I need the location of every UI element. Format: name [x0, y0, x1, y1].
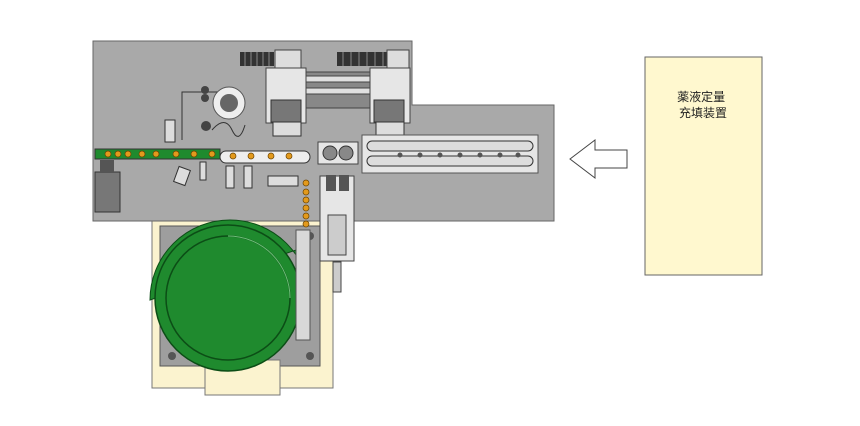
cable-carrier-left: [240, 49, 302, 71]
filling-head-right: [369, 67, 411, 137]
label-reel: [164, 86, 246, 143]
device-label-line1: 薬液定量: [677, 89, 725, 104]
vibratory-bowl-feeder: [149, 219, 311, 372]
flow-arrow-left: [569, 138, 628, 180]
gantry-rails: [305, 71, 371, 109]
liquid-filling-device-box: 薬液定量 充填装置: [644, 56, 763, 276]
output-conveyor: [361, 134, 539, 174]
filling-head-left: [265, 67, 307, 137]
cable-carrier-right: [337, 49, 410, 71]
svg-text:薬液定量 充填装置: 薬液定量 充填装置: [677, 89, 729, 120]
capping-unit: [319, 175, 355, 293]
bottles-on-conveyor: [104, 150, 310, 228]
main-machine-panel: [92, 40, 555, 222]
conveyor-motor: [94, 171, 121, 213]
device-label-line2: 充填装置: [679, 105, 727, 120]
cylinders: [172, 161, 299, 189]
